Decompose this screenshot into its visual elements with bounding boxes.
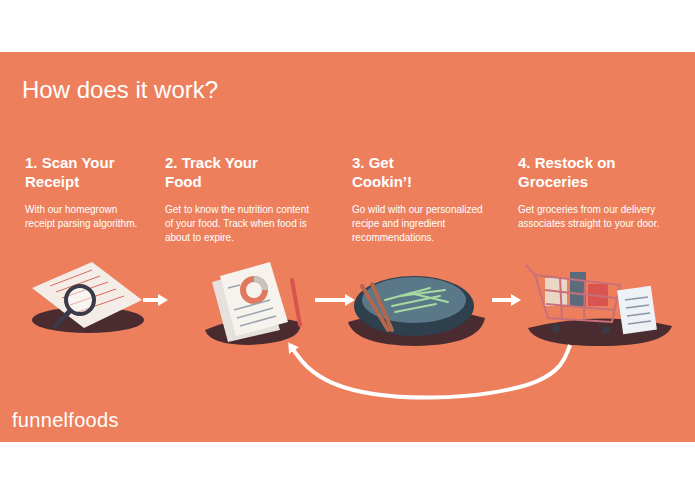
step-description: With our homegrown receipt parsing algor… bbox=[25, 203, 143, 231]
receipt-illustration bbox=[32, 262, 144, 333]
nutrition-papers-illustration bbox=[205, 262, 300, 345]
step-heading: 3. Get Cookin’! bbox=[352, 153, 437, 191]
page-title: How does it work? bbox=[22, 76, 218, 104]
step-box: 2. Track Your FoodGet to know the nutrit… bbox=[165, 153, 315, 345]
flow-arrow bbox=[290, 345, 570, 398]
step-description: Get to know the nutrition content of you… bbox=[165, 203, 315, 245]
step-box: 4. Restock on GroceriesGet groceries fro… bbox=[518, 153, 678, 345]
step-box: 1. Scan Your ReceiptWith our homegrown r… bbox=[25, 153, 143, 345]
flow-arrow bbox=[315, 298, 352, 302]
flow-arrow bbox=[143, 298, 165, 302]
brand-logo: funnelfoods bbox=[12, 409, 119, 432]
step-box: 3. Get Cookin’! Go wild with our personal… bbox=[352, 153, 492, 345]
step-description: Go wild with our personalized recipe and… bbox=[352, 203, 492, 245]
orange-band bbox=[0, 52, 695, 442]
step-description: Get groceries from our delivery associat… bbox=[518, 203, 678, 231]
cooking-pot-illustration bbox=[348, 276, 485, 346]
step-heading: 1. Scan Your Receipt bbox=[25, 153, 137, 191]
step-heading: 4. Restock on Groceries bbox=[518, 153, 643, 191]
step-heading: 2. Track Your Food bbox=[165, 153, 277, 191]
grocery-cart-illustration bbox=[526, 265, 672, 346]
flow-arrow bbox=[492, 298, 518, 302]
